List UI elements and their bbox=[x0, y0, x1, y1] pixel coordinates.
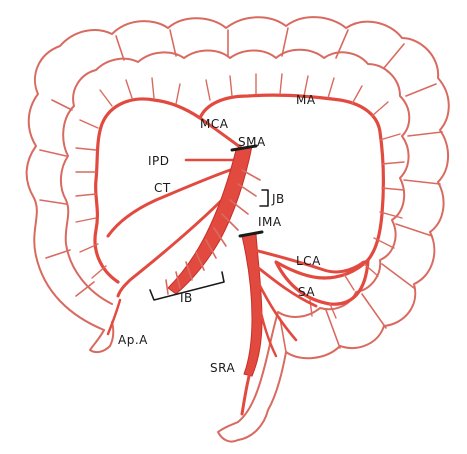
label-jb: JB bbox=[271, 192, 285, 206]
label-apa: Ap.A bbox=[118, 333, 148, 347]
label-ima: IMA bbox=[258, 215, 282, 229]
label-ma: MA bbox=[296, 93, 316, 107]
rectum-end bbox=[218, 422, 238, 442]
label-sra: SRA bbox=[210, 361, 235, 375]
label-ct: CT bbox=[154, 181, 171, 195]
label-ib: IB bbox=[180, 291, 193, 305]
jb-bracket bbox=[260, 190, 268, 206]
label-lca: LCA bbox=[296, 254, 321, 268]
ima-origin-cap bbox=[240, 232, 262, 236]
label-sa: SA bbox=[298, 285, 315, 299]
label-sma: SMA bbox=[238, 135, 266, 149]
label-mca: MCA bbox=[200, 117, 229, 131]
label-ipd: IPD bbox=[148, 154, 170, 168]
vasa-recta bbox=[76, 74, 404, 318]
sma-trunk bbox=[168, 146, 252, 294]
